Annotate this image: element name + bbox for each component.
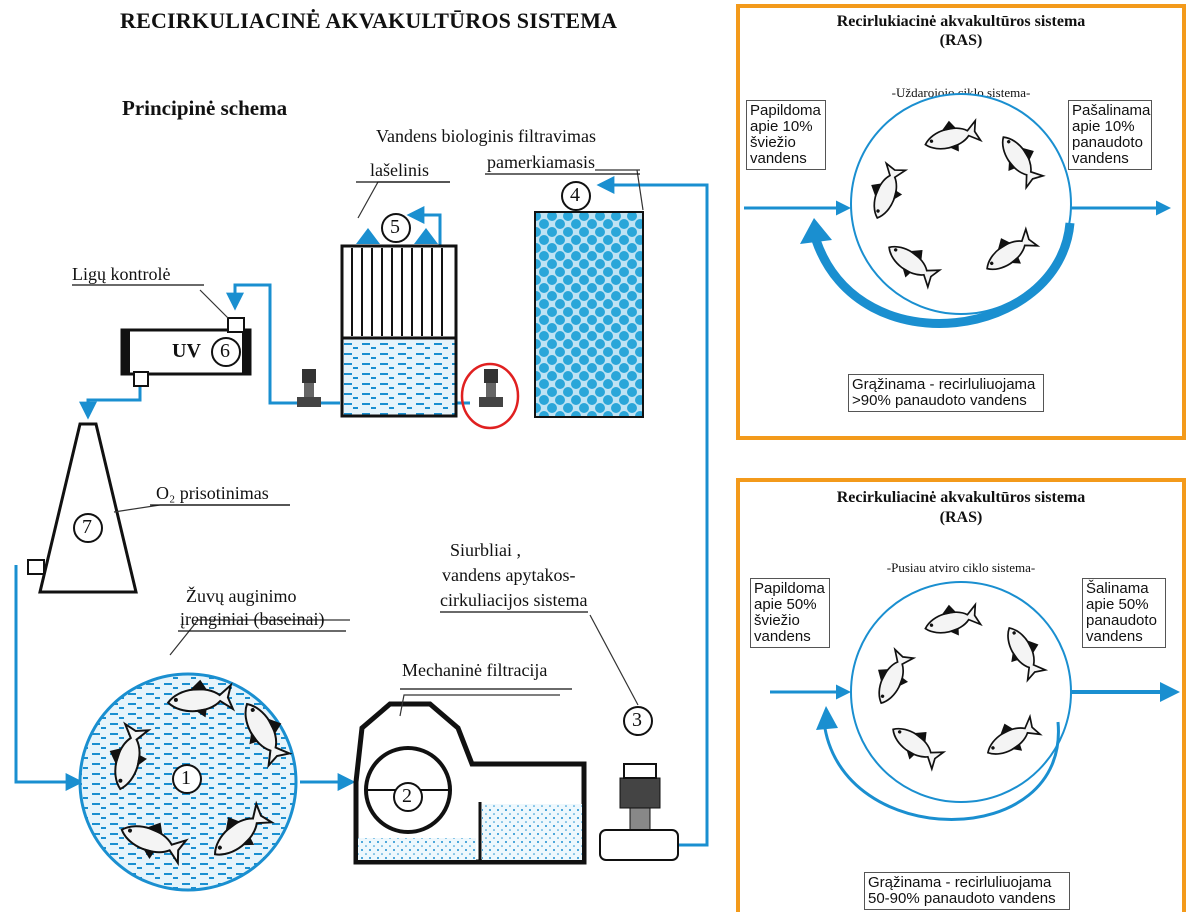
- semi-in-note-line: vandens: [754, 628, 811, 645]
- semi-in-note-line: šviežio: [754, 612, 800, 629]
- closed-cycle-panel: Recirlukiacinė akvakultūros sistema (RAS…: [736, 4, 1186, 440]
- closed-out-note-line: panaudoto: [1072, 134, 1143, 151]
- semi-in-note-line: Papildoma: [754, 580, 825, 597]
- semi-out-note-line: panaudoto: [1086, 612, 1157, 629]
- fish-tanks-label-2: įrenginiai (baseinai): [180, 609, 325, 629]
- semi-cycle-diagram: [770, 581, 1180, 821]
- pumps-label-2: vandens apytakos-: [442, 565, 576, 585]
- semi-out-note-line: vandens: [1086, 628, 1143, 645]
- closed-cycle-diagram: [744, 93, 1171, 328]
- closed-return-note-line: >90% panaudoto vandens: [852, 392, 1027, 409]
- semi-in-note: Papildoma apie 50% šviežio vandens: [750, 578, 830, 648]
- closed-return-note-line: Grąžinama - recirluliuojama: [852, 376, 1036, 393]
- closed-panel-subtitle: -Uždarojojo ciklo sistema-: [891, 85, 1031, 100]
- closed-out-note-line: vandens: [1072, 150, 1129, 167]
- closed-panel-title: Recirlukiacinė akvakultūros sistema: [836, 13, 1086, 30]
- number-6: 6: [220, 340, 230, 362]
- closed-in-note-line: apie 10%: [750, 118, 813, 135]
- semi-out-note-line: Šalinama: [1086, 580, 1149, 597]
- number-5: 5: [390, 216, 400, 238]
- closed-panel-ras: (RAS): [939, 32, 983, 49]
- closed-out-note: Pašalinama apie 10% panaudoto vandens: [1068, 100, 1152, 170]
- semi-return-note-line: Grąžinama - recirluliuojama: [868, 874, 1052, 891]
- main-title: RECIRKULIACINĖ AKVAKULTŪROS SISTEMA: [120, 8, 618, 33]
- disease-control-label: Ligų kontrolė: [72, 264, 171, 284]
- semi-return-note-line: 50-90% panaudoto vandens: [868, 890, 1056, 907]
- oxygen-label: O₂ prisotinimas: [156, 483, 269, 503]
- mech-filter-label: Mechaninė filtracija: [402, 660, 548, 680]
- number-2: 2: [402, 785, 412, 807]
- semi-panel-subtitle: -Pusiau atviro ciklo sistema-: [886, 560, 1036, 575]
- uv-label: UV: [172, 340, 201, 362]
- fish-tanks-label-1: Žuvų auginimo: [186, 586, 297, 606]
- closed-in-note-line: Papildoma: [750, 102, 821, 119]
- semi-panel-ras: (RAS): [939, 509, 983, 526]
- number-4: 4: [570, 184, 580, 206]
- semi-out-note-line: apie 50%: [1086, 596, 1149, 613]
- highlight-circle: [460, 362, 520, 430]
- semi-return-note: Grąžinama - recirluliuojama 50-90% panau…: [864, 872, 1070, 910]
- number-7: 7: [82, 516, 92, 538]
- bio-filter-label: Vandens biologinis filtravimas: [376, 126, 596, 146]
- closed-out-note-line: apie 10%: [1072, 118, 1135, 135]
- semi-out-note: Šalinama apie 50% panaudoto vandens: [1082, 578, 1166, 648]
- trickling-label: lašelinis: [370, 160, 429, 180]
- closed-return-note: Grąžinama - recirluliuojama >90% panaudo…: [848, 374, 1044, 412]
- closed-in-note-line: šviežio: [750, 134, 796, 151]
- closed-in-note: Papildoma apie 10% šviežio vandens: [746, 100, 826, 170]
- semi-in-note-line: apie 50%: [754, 596, 817, 613]
- number-3: 3: [632, 709, 642, 731]
- pumps-label-1: Siurbliai ,: [450, 540, 521, 560]
- semi-panel-title: Recirkuliacinė akvakultūros sistema: [836, 489, 1086, 506]
- schematic-diagram: [14, 169, 709, 892]
- subtitle: Principinė schema: [122, 96, 288, 120]
- closed-in-note-line: vandens: [750, 150, 807, 167]
- submerged-label: pamerkiamasis: [487, 152, 595, 172]
- closed-out-note-line: Pašalinama: [1072, 102, 1151, 119]
- number-1: 1: [181, 767, 191, 789]
- semi-open-panel: Recirkuliacinė akvakultūros sistema (RAS…: [736, 478, 1186, 912]
- pumps-label-3: cirkuliacijos sistema: [440, 590, 588, 610]
